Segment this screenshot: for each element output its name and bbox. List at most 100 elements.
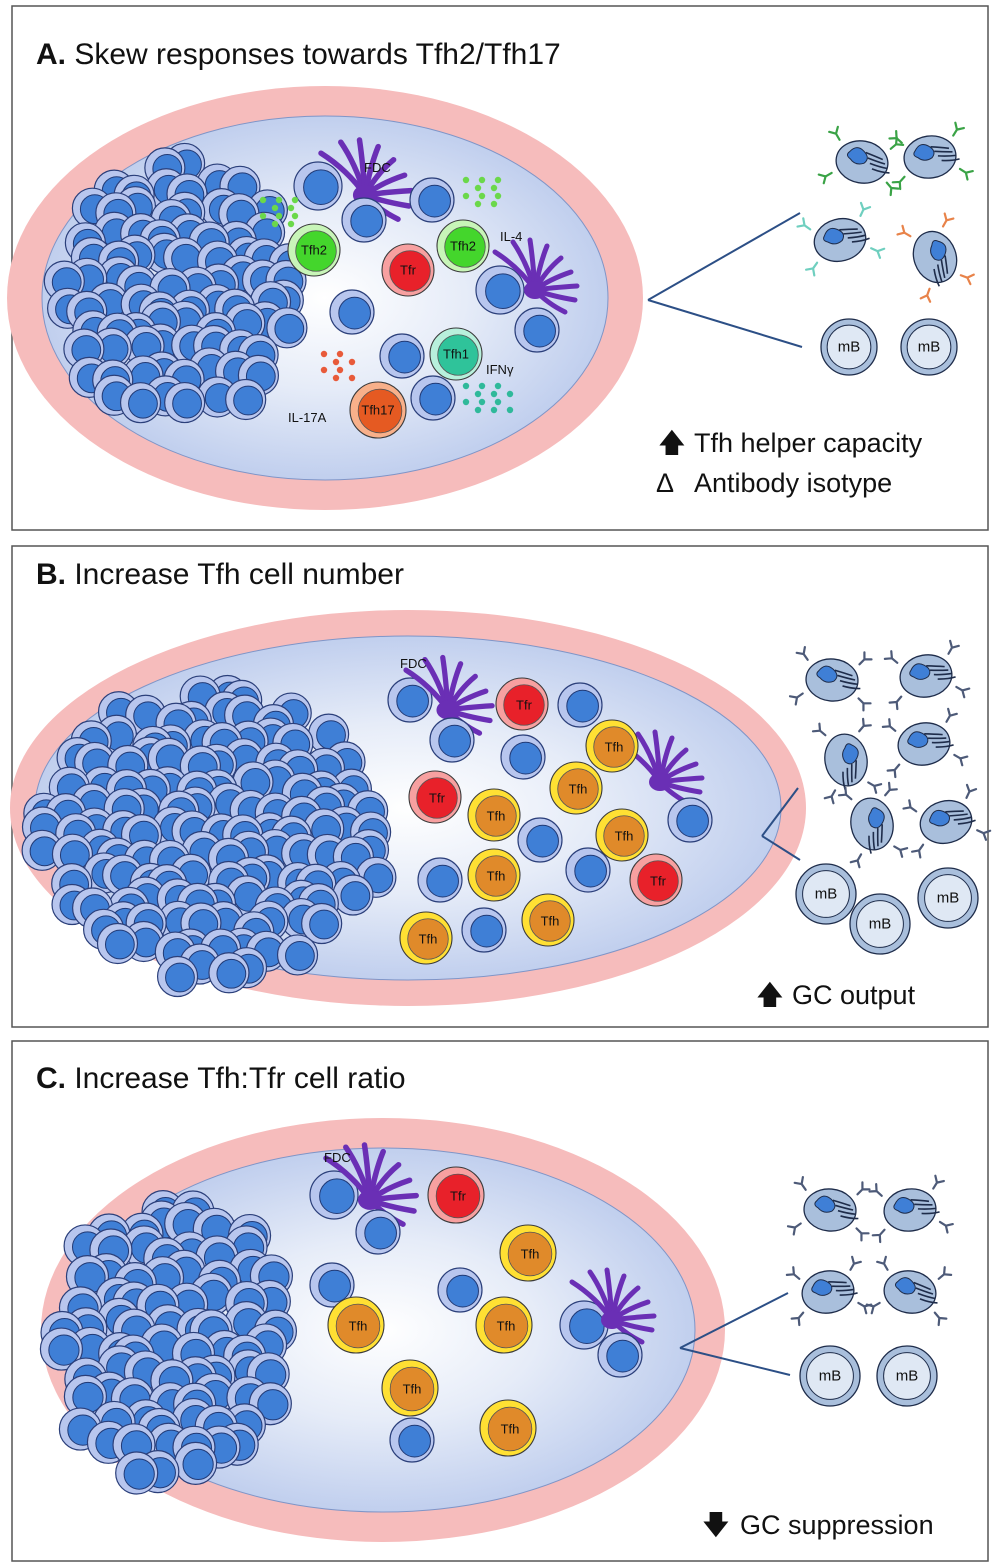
plasma-cell-er [839,228,858,231]
fdc-label: FDC [364,160,391,175]
tfh1-label: Tfh1 [443,347,469,362]
cell-label: Tfh [419,932,438,947]
b-cell-nucleus [123,1458,155,1490]
plasma-cell [902,783,992,859]
antibody-stroke [823,789,837,805]
antibody-icon [790,1311,805,1327]
antibody-stroke [933,1311,948,1327]
fdc-label: FDC [324,1150,351,1165]
plasma-cell-nucleus [842,743,859,765]
tfh-cell [549,761,603,815]
cytokine-dot [271,204,279,212]
antibody-stroke [793,1176,807,1191]
antibody-stroke [945,707,958,723]
antibody-stroke [891,175,906,191]
tfr-cell-nucleus [389,250,431,292]
plasma-cell-er [835,1204,854,1211]
cell-label: Tfr [516,698,533,713]
antibody-icon [865,1301,881,1315]
plasma-cell-er [835,1288,855,1292]
cytokine-dot [336,350,344,358]
antibody-stroke [811,722,827,737]
cell-label: Tfr [650,874,667,889]
b-cell-nucleus [470,914,503,948]
antibody-icon [856,1181,871,1196]
b-cell [379,333,425,379]
plasma-cell-er [926,665,945,668]
antibody-stroke [947,639,960,655]
plasma-cell-nucleus [907,731,929,748]
b-cell [461,907,507,953]
outcome-gc-output: GC output [792,980,916,1010]
b-cell [557,682,603,728]
memory-b-cell [876,1345,938,1407]
cytokine-dot [462,382,470,390]
fdc-cell [492,237,580,315]
plasma-cell-nucleus [913,144,935,161]
antibody-stroke [837,786,853,801]
arrow-to-memory [761,835,801,861]
antibody-icon [891,175,906,191]
plasma-cell-er [928,737,947,740]
b-cell [667,797,713,843]
tfh2-cell-nucleus [295,230,337,272]
antibody-icon [858,651,873,666]
antibody-icon [858,717,872,733]
antibody-icon [870,247,886,259]
tfh-cell-nucleus [335,1303,381,1349]
plasma-cell-er [919,1298,938,1304]
b-cell [174,1441,218,1485]
b-cell-nucleus [566,689,599,723]
tfh1-cell-nucleus [437,334,479,376]
plasma-cell-er [917,1292,936,1300]
antibody-stroke [959,273,975,286]
b-cell-nucleus [338,296,371,330]
cell-label: Tfh [605,740,624,755]
plasma-cell-er [915,1287,934,1295]
plasma-cell-er [936,264,943,283]
cytokine-dot [478,176,486,184]
fdc-cell [323,1142,419,1227]
cytokine-dot [478,382,486,390]
b-cell [39,1327,84,1371]
tfh-cell-nucleus [529,900,571,942]
b-cell-nucleus [569,1308,605,1344]
b-cell-nucleus [574,854,607,888]
tfh-cell-nucleus [475,795,517,837]
tfh17-cell-nucleus [357,388,403,434]
plasma-cell-er [837,1209,856,1216]
plasma-cell-er [930,669,949,672]
antibody-stroke [828,125,841,141]
antibody-stroke [857,697,872,712]
mb-label: mB [819,1368,842,1385]
tfr-cell [408,770,462,824]
b-cell-nucleus [309,909,339,940]
antibody-stroke [883,650,899,664]
cytokine-dot [259,212,267,220]
panel-b: B. Increase Tfh cell number FDC TfhTfhTf… [10,545,992,1028]
memory-b-cell [799,1345,861,1407]
antibody-icon [796,217,812,231]
cell-label: Tfh [487,809,506,824]
cytokine-dot [494,192,502,200]
antibody-stroke [958,167,974,181]
plasma-cell-er [917,1207,937,1210]
antibody-icon [793,1176,807,1191]
tfh-cell [399,911,453,965]
b-cell [329,289,375,335]
cytokine-dot [474,184,482,192]
cytokine-dot [490,200,498,208]
tfr-cell [381,243,435,297]
b-cell [164,381,206,424]
mb-label: mB [815,886,838,903]
plasma-cell-er [953,816,972,821]
b-cell-nucleus [526,824,559,858]
plasma-cell-er [940,259,946,279]
arrow-to-plasma [647,212,801,301]
plasma-cell-nucleus [846,147,868,165]
cell-label: Tfh [615,829,634,844]
tfh-cell-nucleus [483,1303,529,1349]
antibody-icon [952,121,965,137]
